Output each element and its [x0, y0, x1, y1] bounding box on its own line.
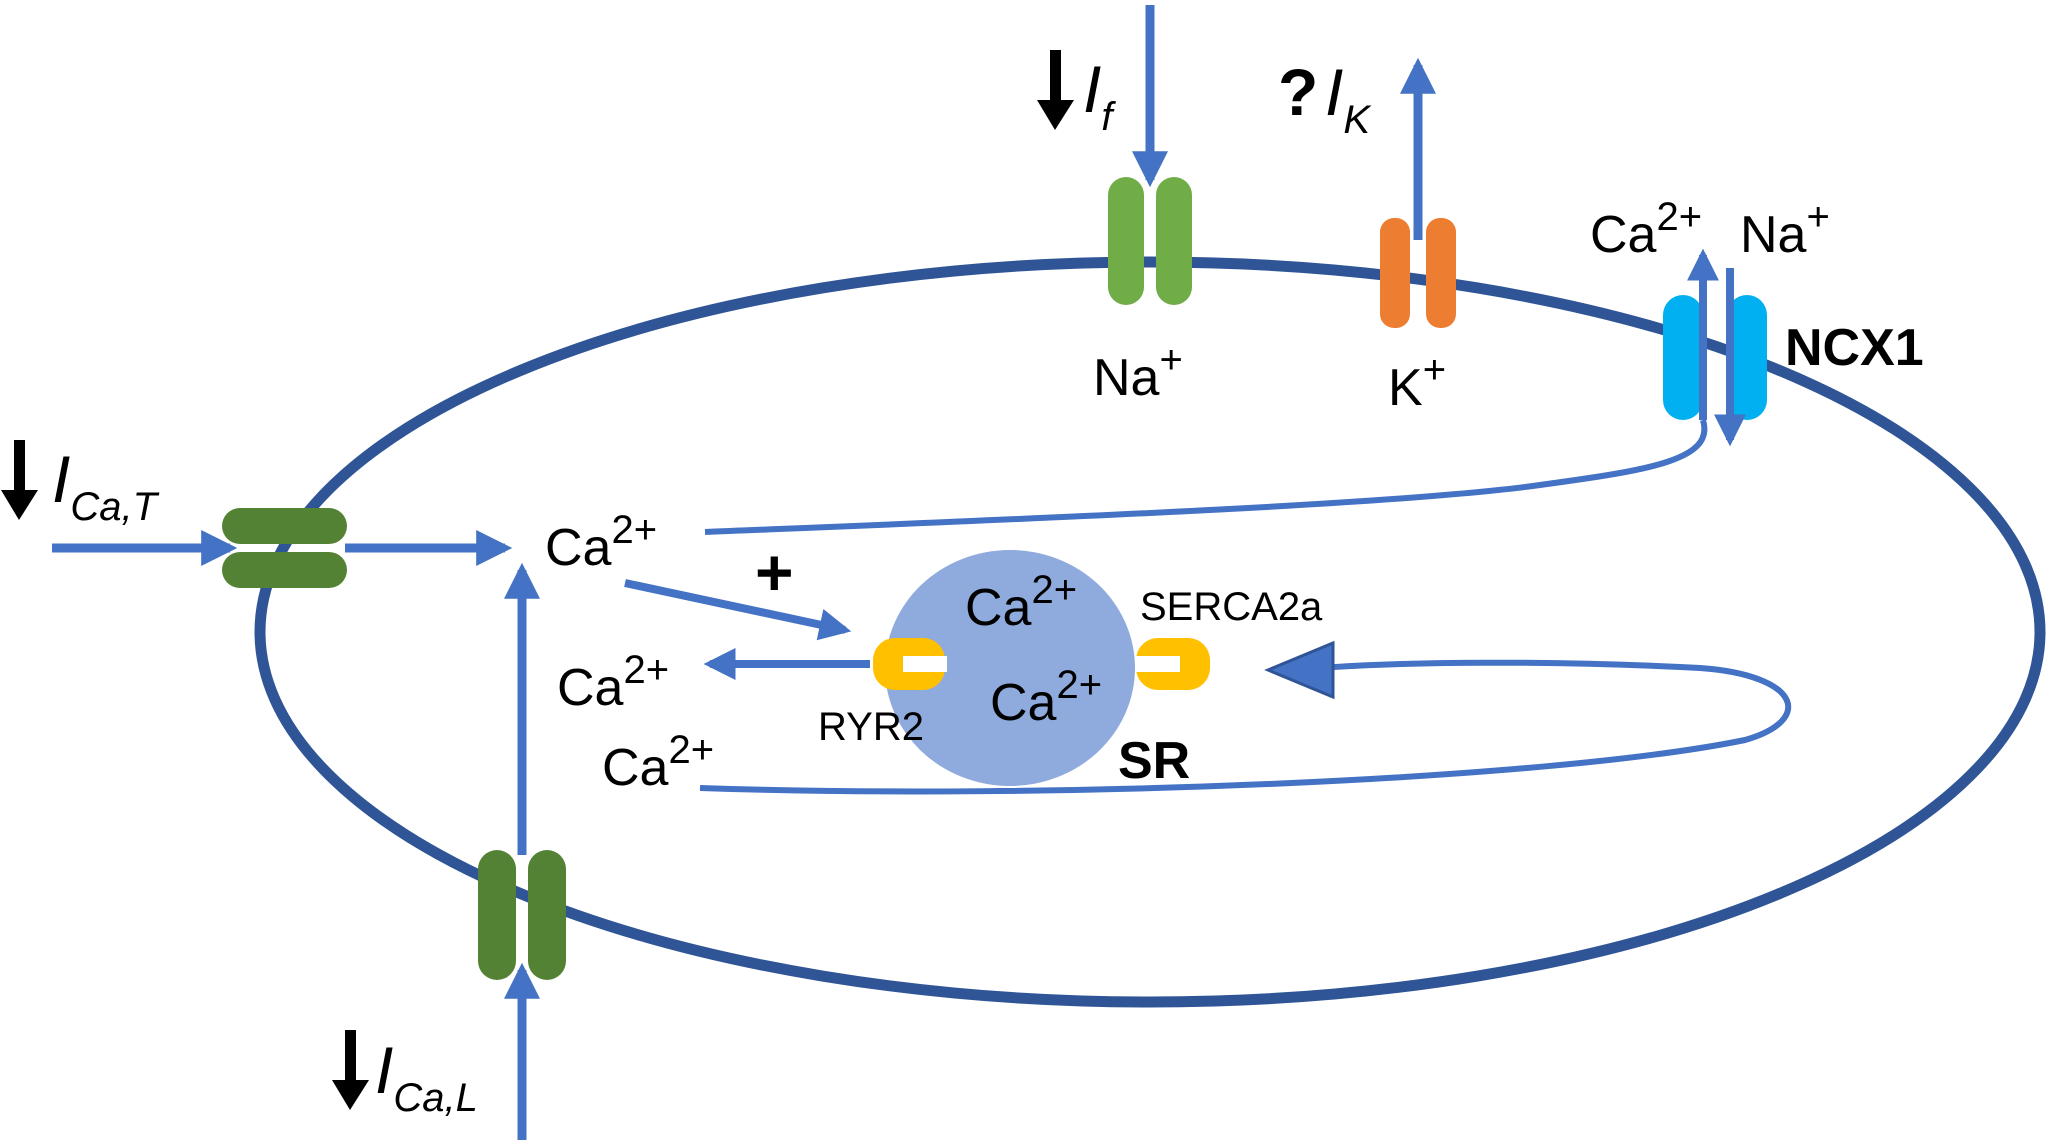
ncx1-label: NCX1	[1785, 319, 1924, 377]
cytosolic-ca-label: Ca2+	[545, 508, 657, 577]
sr-ca-label-2: Ca2+	[990, 663, 1102, 732]
if-channel-icon	[1108, 177, 1192, 305]
sr-ca-label-1: Ca2+	[965, 568, 1077, 637]
if-decrease-arrow-icon	[1037, 50, 1074, 130]
released-ca-label: Ca2+	[557, 648, 669, 717]
k-channel-icon	[1380, 218, 1456, 328]
t-type-ca-channel-icon	[222, 508, 347, 588]
serca2a-pump-icon	[1136, 638, 1210, 690]
ik-current-label: IK	[1325, 55, 1372, 142]
reuptake-loop-curve	[699, 659, 1792, 795]
sr-label: SR	[1118, 732, 1190, 790]
ica-t-decrease-arrow-icon	[1, 440, 38, 520]
ncx1-exchanger-icon	[1663, 295, 1767, 420]
ryr2-channel-icon	[873, 638, 947, 690]
ncx-ca-ion-label: Ca2+	[1590, 195, 1702, 264]
ca-to-ryr2-arrow	[624, 579, 852, 641]
l-type-ca-channel-icon	[478, 850, 566, 980]
serca2a-label: SERCA2a	[1140, 585, 1323, 629]
lower-ca-label: Ca2+	[602, 728, 714, 797]
ica-l-current-label: ICa,L	[375, 1033, 478, 1120]
ncx-na-ion-label: Na+	[1740, 195, 1830, 264]
na-ion-label: Na+	[1093, 338, 1183, 407]
if-current-label: If	[1083, 52, 1116, 139]
sarcoplasmic-reticulum	[885, 550, 1135, 786]
k-ion-label: K+	[1388, 348, 1446, 417]
ica-l-decrease-arrow-icon	[332, 1030, 369, 1110]
ncx-to-cytosol-curve	[704, 419, 1708, 535]
stimulation-plus-label: +	[755, 535, 794, 609]
serca-uptake-arrowhead	[1264, 640, 1335, 700]
ryr2-label: RYR2	[818, 705, 924, 749]
ik-question-label: ?	[1278, 55, 1318, 129]
cell-membrane	[254, 256, 2046, 1008]
ica-t-current-label: ICa,T	[52, 442, 160, 529]
